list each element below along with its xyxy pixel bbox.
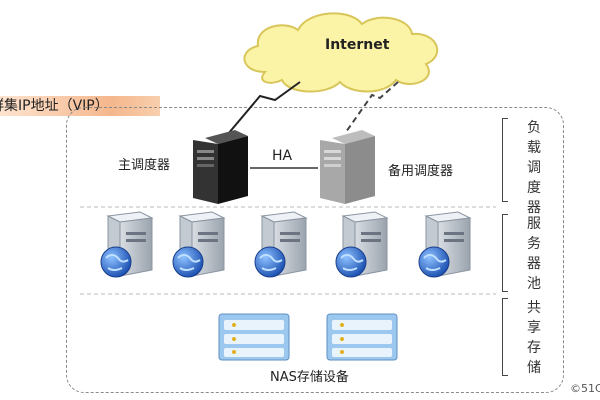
pool-server-icon-1 (100, 211, 154, 278)
cluster-frame (66, 107, 564, 393)
layer-label-pool: 服务器池 (527, 216, 541, 292)
watermark: ©51C (570, 382, 600, 395)
internet-link-backup (345, 81, 399, 133)
pool-server-icon-2 (172, 211, 226, 278)
internet-cloud-icon (243, 12, 439, 93)
nas-label: NAS存储设备 (270, 370, 349, 385)
ha-label: HA (272, 148, 293, 164)
pool-server-icon-5 (418, 211, 472, 278)
internet-link-primary (227, 81, 301, 135)
layer-bracket-3 (502, 298, 508, 376)
backup-scheduler-icon (320, 130, 375, 204)
nas-storage-icon-1 (218, 313, 290, 361)
backup-scheduler-label: 备用调度器 (388, 164, 454, 179)
internet-label: Internet (325, 37, 390, 53)
layer-label-scheduler: 负载调度器 (527, 120, 541, 216)
layer-bracket-2 (502, 214, 508, 292)
layer-bracket-1 (502, 118, 508, 202)
pool-server-icon-4 (335, 211, 389, 278)
primary-scheduler-icon (193, 130, 248, 204)
primary-scheduler-label: 主调度器 (118, 158, 171, 173)
pool-server-icon-3 (254, 211, 308, 278)
layer-label-storage: 共享存储 (527, 300, 541, 376)
nas-storage-icon-2 (326, 313, 398, 361)
